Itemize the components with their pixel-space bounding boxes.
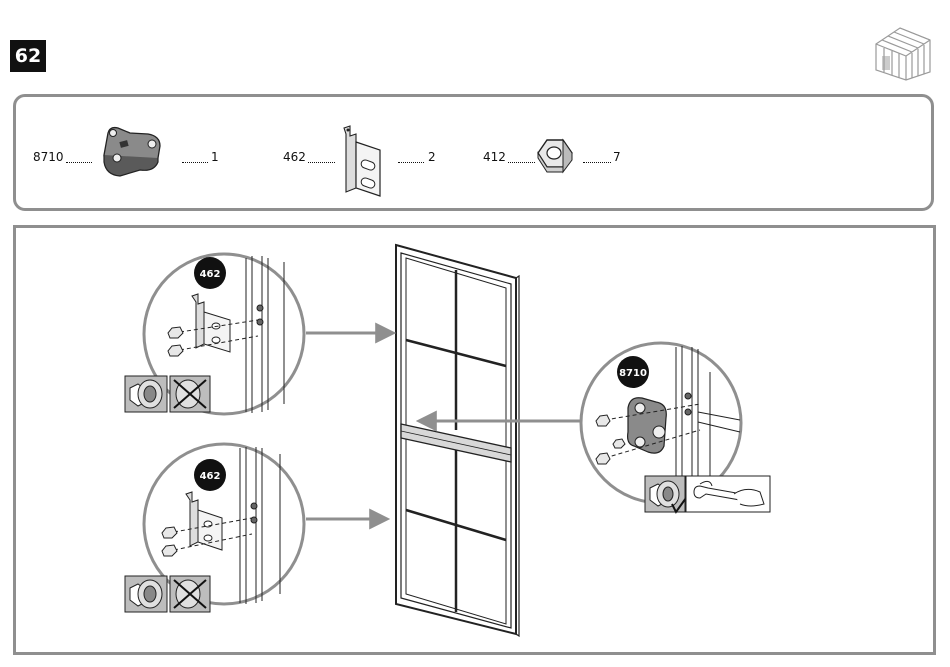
no-drill-icon [170,376,210,412]
detail-circle-bottom: 462 [144,444,304,604]
no-drill-icon [170,576,210,612]
door-frame [396,245,519,636]
detail-badge-top: 462 [200,269,221,280]
socket-icon [125,376,167,412]
detail-circle-top: 462 [144,254,304,414]
detail-badge-right: 8710 [619,368,647,379]
socket-icon [645,476,686,512]
detail-badge-bottom: 462 [200,471,221,482]
wrench-icon [686,476,770,512]
socket-icon [125,576,167,612]
